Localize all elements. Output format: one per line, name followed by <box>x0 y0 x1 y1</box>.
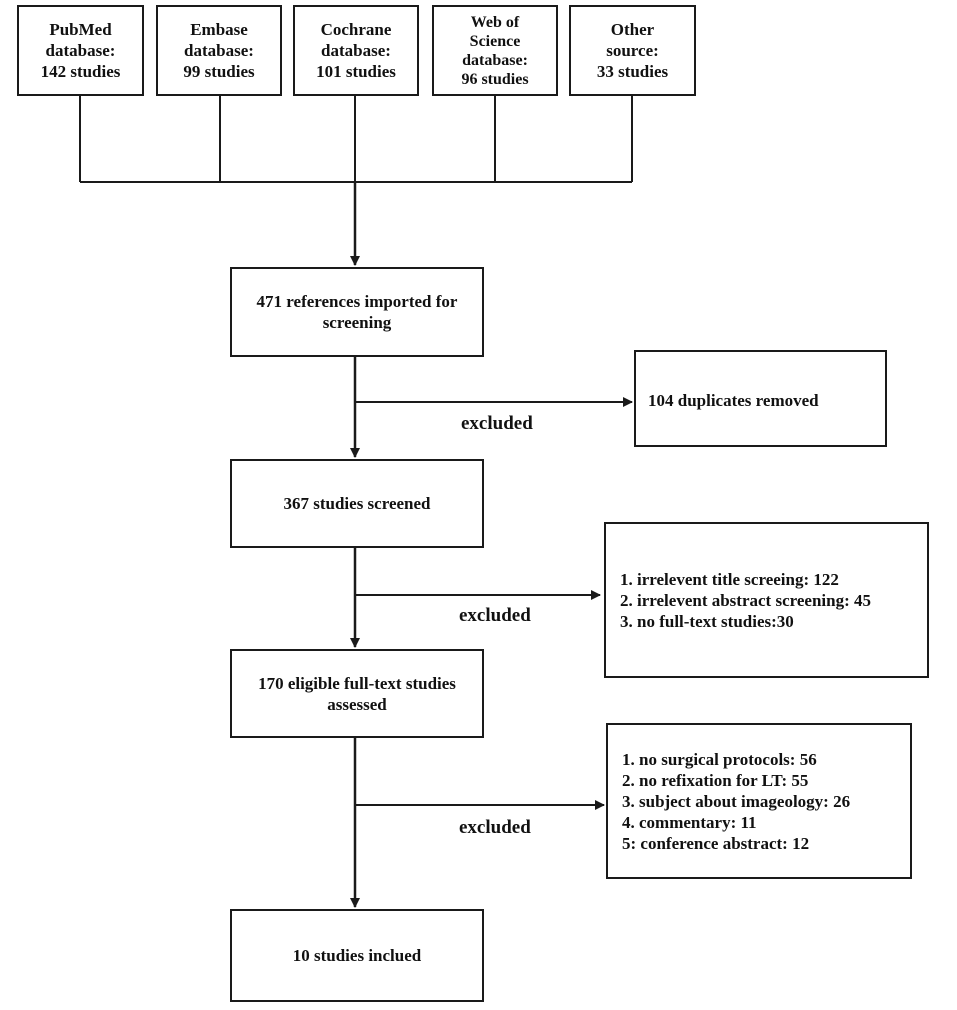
fulltext-excluded-line-5: 5: conference abstract: 12 <box>622 833 810 853</box>
source-wos-line-2: Science <box>469 32 521 50</box>
screened-line-1: 367 studies screened <box>283 494 431 513</box>
source-cochrane-box: Cochrane database: 101 studies <box>293 5 419 96</box>
fulltext-excluded-box: 1. no surgical protocols: 56 2. no refix… <box>606 723 912 879</box>
imported-line-1: 471 references imported for <box>256 292 458 311</box>
source-embase-box: Embase database: 99 studies <box>156 5 282 96</box>
source-wos-line-3: database: <box>462 51 528 69</box>
source-embase-line-3: 99 studies <box>183 62 255 81</box>
excluded-label-screening: excluded <box>459 605 531 626</box>
screen-excluded-line-3: 3. no full-text studies:30 <box>620 611 794 631</box>
source-pubmed-line-2: database: <box>45 41 116 60</box>
source-wos-box: Web of Science database: 96 studies <box>432 5 558 96</box>
source-other-box: Other source: 33 studies <box>569 5 696 96</box>
source-cochrane-line-1: Cochrane <box>320 20 392 39</box>
source-pubmed-line-3: 142 studies <box>40 62 121 81</box>
fulltext-excluded-line-3: 3. subject about imageology: 26 <box>622 791 851 811</box>
screened-box: 367 studies screened <box>230 459 484 548</box>
eligible-box: 170 eligible full-text studies assessed <box>230 649 484 738</box>
eligible-line-1: 170 eligible full-text studies <box>258 673 456 693</box>
source-cochrane-line-3: 101 studies <box>316 62 396 81</box>
fulltext-excluded-line-4: 4. commentary: 11 <box>622 812 757 832</box>
source-other-line-3: 33 studies <box>596 62 669 81</box>
source-embase-line-2: database: <box>184 41 254 60</box>
source-embase-line-1: Embase <box>190 20 248 39</box>
screen-excluded-line-1: 1. irrelevent title screeing: 122 <box>620 569 839 589</box>
excluded-label-fulltext: excluded <box>459 817 531 838</box>
source-wos-line-1: Web of <box>470 13 520 31</box>
duplicates-line-1: 104 duplicates removed <box>648 391 819 410</box>
source-other-line-2: source: <box>606 41 659 60</box>
source-pubmed-box: PubMed database: 142 studies <box>17 5 144 96</box>
source-other-line-1: Other <box>610 20 655 39</box>
duplicates-box: 104 duplicates removed <box>634 350 887 447</box>
imported-line-2: screening <box>322 313 392 332</box>
included-box: 10 studies inclued <box>230 909 484 1002</box>
included-line-1: 10 studies inclued <box>292 946 422 965</box>
source-cochrane-line-2: database: <box>321 41 391 60</box>
source-wos-line-4: 96 studies <box>461 70 529 88</box>
imported-box: 471 references imported for screening <box>230 267 484 357</box>
screen-excluded-box: 1. irrelevent title screeing: 122 2. irr… <box>604 522 929 678</box>
screen-excluded-line-2: 2. irrelevent abstract screening: 45 <box>620 590 871 610</box>
excluded-label-duplicates: excluded <box>461 413 533 434</box>
eligible-line-2: assessed <box>327 694 387 714</box>
fulltext-excluded-line-2: 2. no refixation for LT: 55 <box>622 770 809 790</box>
fulltext-excluded-line-1: 1. no surgical protocols: 56 <box>622 749 817 769</box>
source-pubmed-line-1: PubMed <box>49 20 112 39</box>
